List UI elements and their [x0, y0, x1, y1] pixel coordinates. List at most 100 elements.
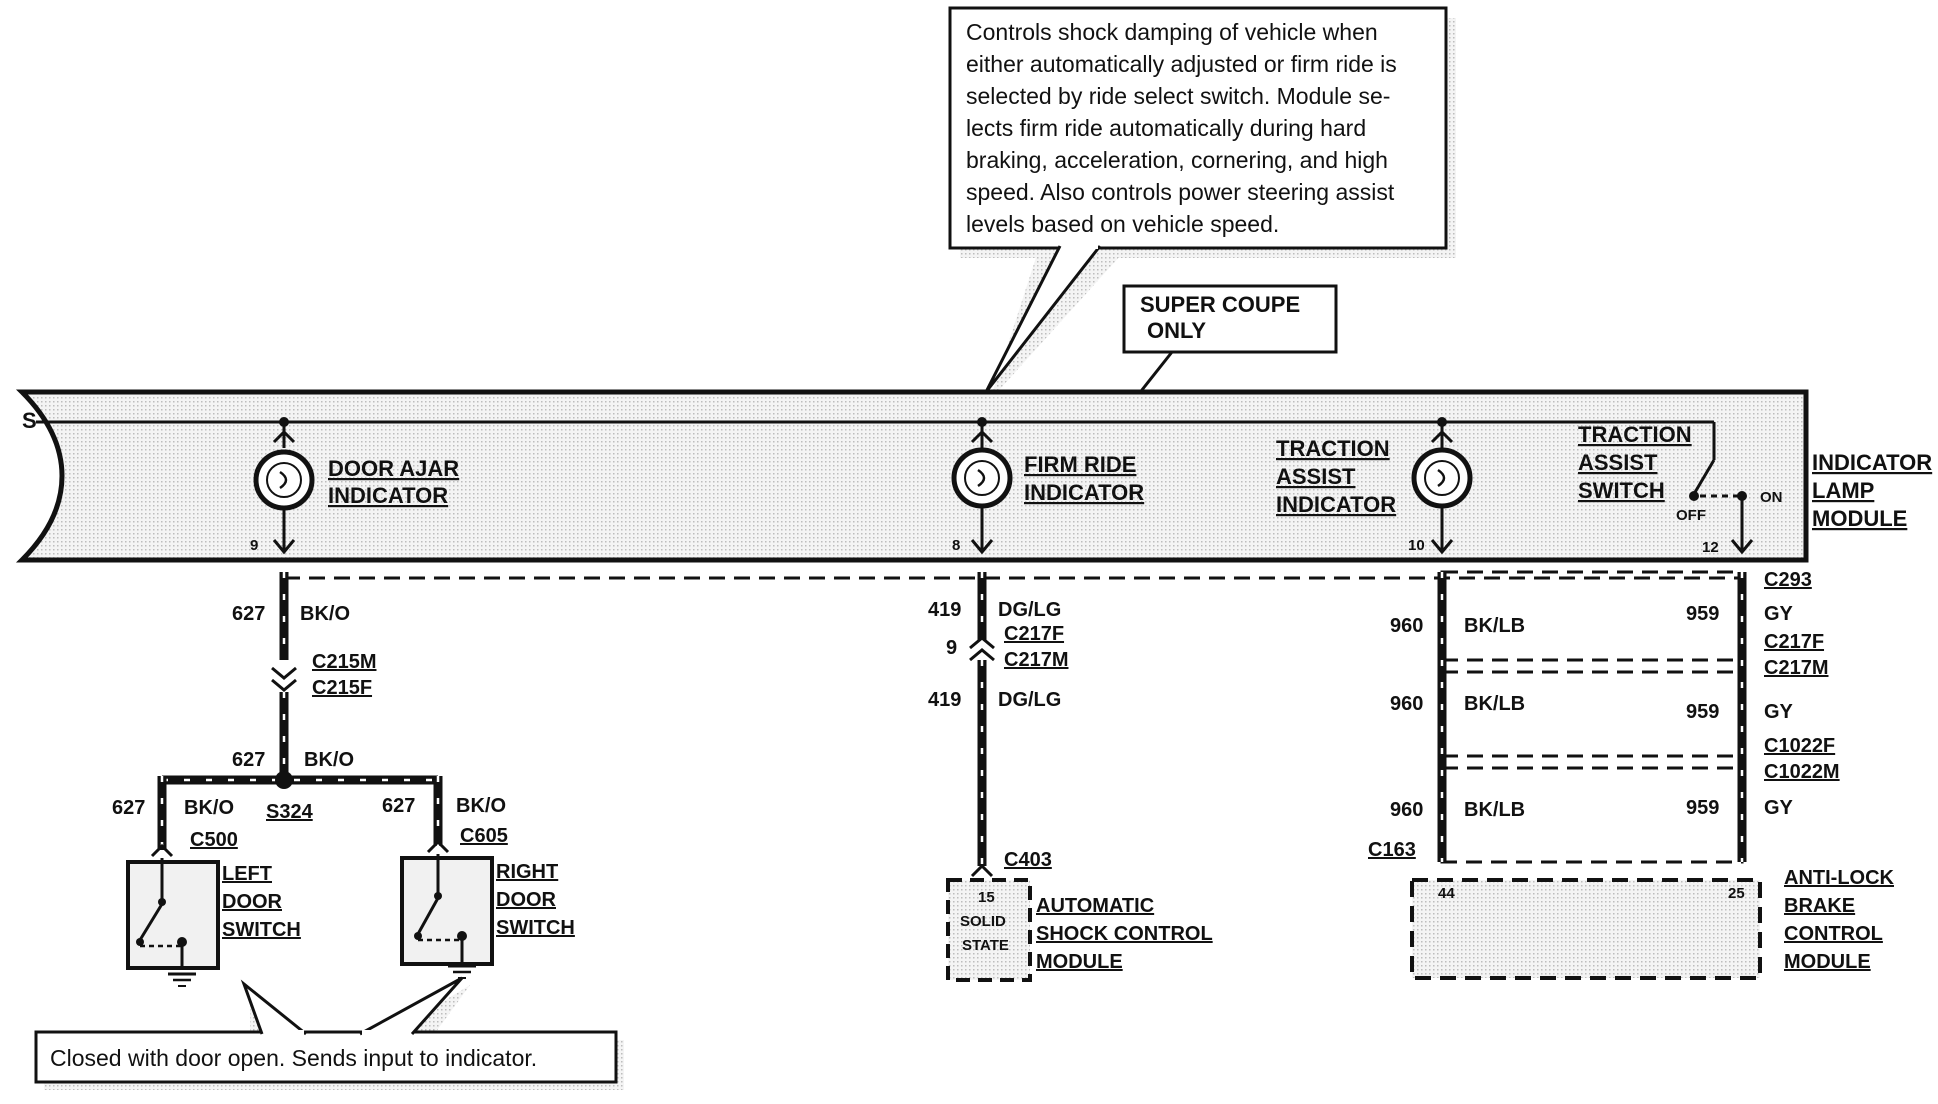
- right-drop-color: BK/O: [456, 795, 506, 817]
- traction-assist-indicator: 10 TRACTION ASSIST INDICATOR: [1276, 417, 1473, 555]
- traction-sw-label-3: SWITCH: [1578, 478, 1665, 503]
- module-pin-15: 15: [978, 889, 995, 906]
- traction-ind-label-1: TRACTION: [1276, 436, 1390, 461]
- left-sw-label-3: SWITCH: [222, 919, 301, 941]
- callout-line-7: levels based on vehicle speed.: [966, 211, 1279, 237]
- callout-line-4: lects firm ride automatically during har…: [966, 115, 1366, 141]
- traction-sw-on: ON: [1760, 489, 1783, 506]
- traction-sw-pin: 12: [1702, 539, 1719, 556]
- firm-ride-indicator: 8 FIRM RIDE INDICATOR: [951, 417, 1144, 555]
- left-branch: 627 BK/O C215M C215F 627 BK/O S324 627 B…: [112, 572, 575, 987]
- w5-num: 960: [1390, 799, 1423, 821]
- w6-col: GY: [1764, 797, 1794, 819]
- traction-sw-label-1: TRACTION: [1578, 422, 1692, 447]
- door-ajar-label-1: DOOR AJAR: [328, 456, 459, 481]
- right-sw-label-3: SWITCH: [496, 917, 575, 939]
- conn-c403: C403: [1004, 849, 1052, 871]
- shock-label-1: AUTOMATIC: [1036, 895, 1154, 917]
- conn-c215m: C215M: [312, 651, 376, 673]
- w2-col: GY: [1764, 603, 1794, 625]
- conn-c500: C500: [190, 829, 238, 851]
- w2-num: 959: [1686, 603, 1719, 625]
- conn-c605: C605: [460, 825, 508, 847]
- mid-circuit-b: 419: [928, 689, 961, 711]
- splice-s324: S324: [266, 801, 314, 823]
- left-drop-color: BK/O: [184, 797, 234, 819]
- w3-num: 960: [1390, 693, 1423, 715]
- right-sw-label-2: DOOR: [496, 889, 557, 911]
- left-circuit-num-2: 627: [232, 749, 265, 771]
- door-ajar-label-2: INDICATOR: [328, 483, 448, 508]
- w3-col: BK/LB: [1464, 693, 1525, 715]
- callout-line-2: either automatically adjusted or firm ri…: [966, 51, 1397, 77]
- w4-col: GY: [1764, 701, 1794, 723]
- conn-c163: C163: [1368, 839, 1416, 861]
- conn-c1022f: C1022F: [1764, 735, 1835, 757]
- conn-c217m-right: C217M: [1764, 657, 1828, 679]
- left-drop-num: 627: [112, 797, 145, 819]
- mid-circuit-a: 419: [928, 599, 961, 621]
- traction-ind-pin: 10: [1408, 537, 1425, 554]
- w4-num: 959: [1686, 701, 1719, 723]
- right-door-switch: RIGHT DOOR SWITCH: [400, 854, 575, 979]
- shock-label-3: MODULE: [1036, 951, 1123, 973]
- callout-shock-damping: Controls shock damping of vehicle when e…: [948, 6, 1456, 400]
- w5-col: BK/LB: [1464, 799, 1525, 821]
- right-drop-num: 627: [382, 795, 415, 817]
- traction-ind-label-3: INDICATOR: [1276, 492, 1396, 517]
- w1-col: BK/LB: [1464, 615, 1525, 637]
- callout-line-5: braking, acceleration, cornering, and hi…: [966, 147, 1388, 173]
- callout-line-6: speed. Also controls power steering assi…: [966, 179, 1395, 205]
- w1-num: 960: [1390, 615, 1423, 637]
- mid-color-b: DG/LG: [998, 689, 1061, 711]
- conn-c293: C293: [1764, 569, 1812, 591]
- right-sw-label-1: RIGHT: [496, 861, 558, 883]
- left-door-switch: LEFT DOOR SWITCH: [126, 858, 301, 987]
- firm-ride-label-1: FIRM RIDE: [1024, 452, 1136, 477]
- w6-num: 959: [1686, 797, 1719, 819]
- super-coupe-note: SUPER COUPE ONLY: [1090, 284, 1338, 456]
- module-solid: SOLID: [960, 913, 1006, 930]
- module-label-3: MODULE: [1812, 506, 1907, 531]
- module-label-2: LAMP: [1812, 478, 1874, 503]
- firm-ride-pin: 8: [952, 537, 960, 554]
- conn-pin-9: 9: [946, 637, 957, 659]
- mid-color-a: DG/LG: [998, 599, 1061, 621]
- left-circuit-color-2: BK/O: [304, 749, 354, 771]
- door-ajar-pin: 9: [250, 537, 258, 554]
- abs-pin-25: 25: [1728, 885, 1745, 902]
- shock-label-2: SHOCK CONTROL: [1036, 923, 1213, 945]
- left-sw-label-2: DOOR: [222, 891, 283, 913]
- door-callout-text: Closed with door open. Sends input to in…: [50, 1045, 537, 1071]
- conn-c217f-mid: C217F: [1004, 623, 1064, 645]
- conn-c217m-mid: C217M: [1004, 649, 1068, 671]
- abs-label-4: MODULE: [1784, 951, 1871, 973]
- callout-door-switch: Closed with door open. Sends input to in…: [34, 976, 624, 1090]
- traction-ind-label-2: ASSIST: [1276, 464, 1356, 489]
- firm-ride-label-2: INDICATOR: [1024, 480, 1144, 505]
- abs-pin-44: 44: [1438, 885, 1455, 902]
- callout-line-1: Controls shock damping of vehicle when: [966, 19, 1378, 45]
- callout-line-3: selected by ride select switch. Module s…: [966, 83, 1390, 109]
- middle-branch: 419 DG/LG C217F 9 C217M 419 DG/LG C403 1…: [928, 572, 1213, 982]
- traction-assist-switch: OFF ON 12 TRACTION ASSIST SWITCH: [1578, 422, 1783, 556]
- abs-control-module: 44 25 ANTI-LOCK BRAKE CONTROL MODULE: [1410, 867, 1895, 980]
- abs-label-2: BRAKE: [1784, 895, 1855, 917]
- traction-sw-off: OFF: [1676, 507, 1706, 524]
- conn-c1022m: C1022M: [1764, 761, 1840, 783]
- module-label-1: INDICATOR: [1812, 450, 1932, 475]
- left-circuit-num: 627: [232, 603, 265, 625]
- left-sw-label-1: LEFT: [222, 863, 272, 885]
- abs-label-3: CONTROL: [1784, 923, 1883, 945]
- super-coupe-line2: ONLY: [1147, 318, 1206, 343]
- door-ajar-indicator: 9 DOOR AJAR INDICATOR: [250, 417, 459, 555]
- left-circuit-color: BK/O: [300, 603, 350, 625]
- splice-s324-dot: [275, 771, 293, 789]
- traction-sw-label-2: ASSIST: [1578, 450, 1658, 475]
- super-coupe-line1: SUPER COUPE: [1140, 292, 1300, 317]
- indicator-lamp-module: S INDICATOR LAMP MODULE 9 DOOR AJAR INDI…: [15, 389, 1932, 563]
- shock-control-module: 15 SOLID STATE AUTOMATIC SHOCK CONTROL M…: [946, 878, 1213, 982]
- conn-c215f: C215F: [312, 677, 372, 699]
- module-state: STATE: [962, 937, 1009, 954]
